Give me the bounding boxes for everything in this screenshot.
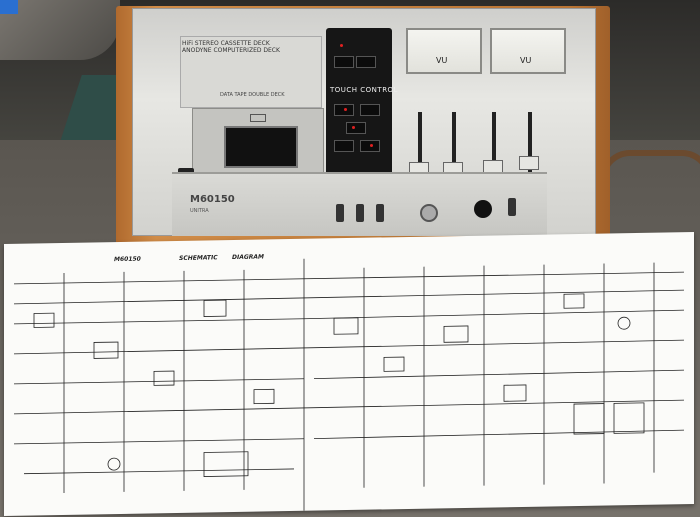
model-name: M60150 [190,194,235,205]
vu-label-left: VU [436,56,448,65]
mic-input[interactable] [474,200,492,218]
status-led [340,44,343,47]
touch-control-panel [326,28,392,176]
slider-track [452,112,456,176]
cassette-label: DATA TAPE DOUBLE DECK [220,92,285,98]
toggle-switch[interactable] [376,204,384,222]
eject-arrow-icon [250,114,266,122]
toggle-switch[interactable] [356,204,364,222]
model-sub: UNITRA [190,208,209,214]
schematic-sheet: M60150 SCHEMATIC DIAGRAM [4,231,694,517]
deck-label-plate [180,36,322,108]
vu-meter-left: VU [406,28,482,74]
cloth [0,0,120,60]
slider-track [492,112,496,176]
schematic-circuit [13,258,685,511]
headphone-jack[interactable] [420,204,438,222]
brand-line-1: HiFi STEREO CASSETTE DECK [182,40,270,47]
counter-button[interactable] [334,56,354,68]
vu-meter-right: VU [490,28,566,74]
output-level-slider[interactable] [519,156,539,170]
led [352,126,355,129]
cassette-window [224,126,298,168]
slider-track [528,112,532,176]
led [370,144,373,147]
panel-title: TOUCH CONTROL [330,86,398,94]
toggle-switch[interactable] [336,204,344,222]
deck-brand-text: HiFi STEREO CASSETTE DECK ANODYNE COMPUT… [182,40,322,54]
stop-button[interactable] [346,122,366,134]
timer-switch[interactable] [508,198,516,216]
slider-track [418,112,422,176]
counter-reset-button[interactable] [356,56,376,68]
led [344,108,347,111]
brand-line-2: ANODYNE COMPUTERIZED DECK [182,47,280,54]
vu-label-right: VU [520,56,532,65]
record-button[interactable] [334,140,354,152]
corner-marker [0,0,18,14]
fast-forward-button[interactable] [360,104,380,116]
